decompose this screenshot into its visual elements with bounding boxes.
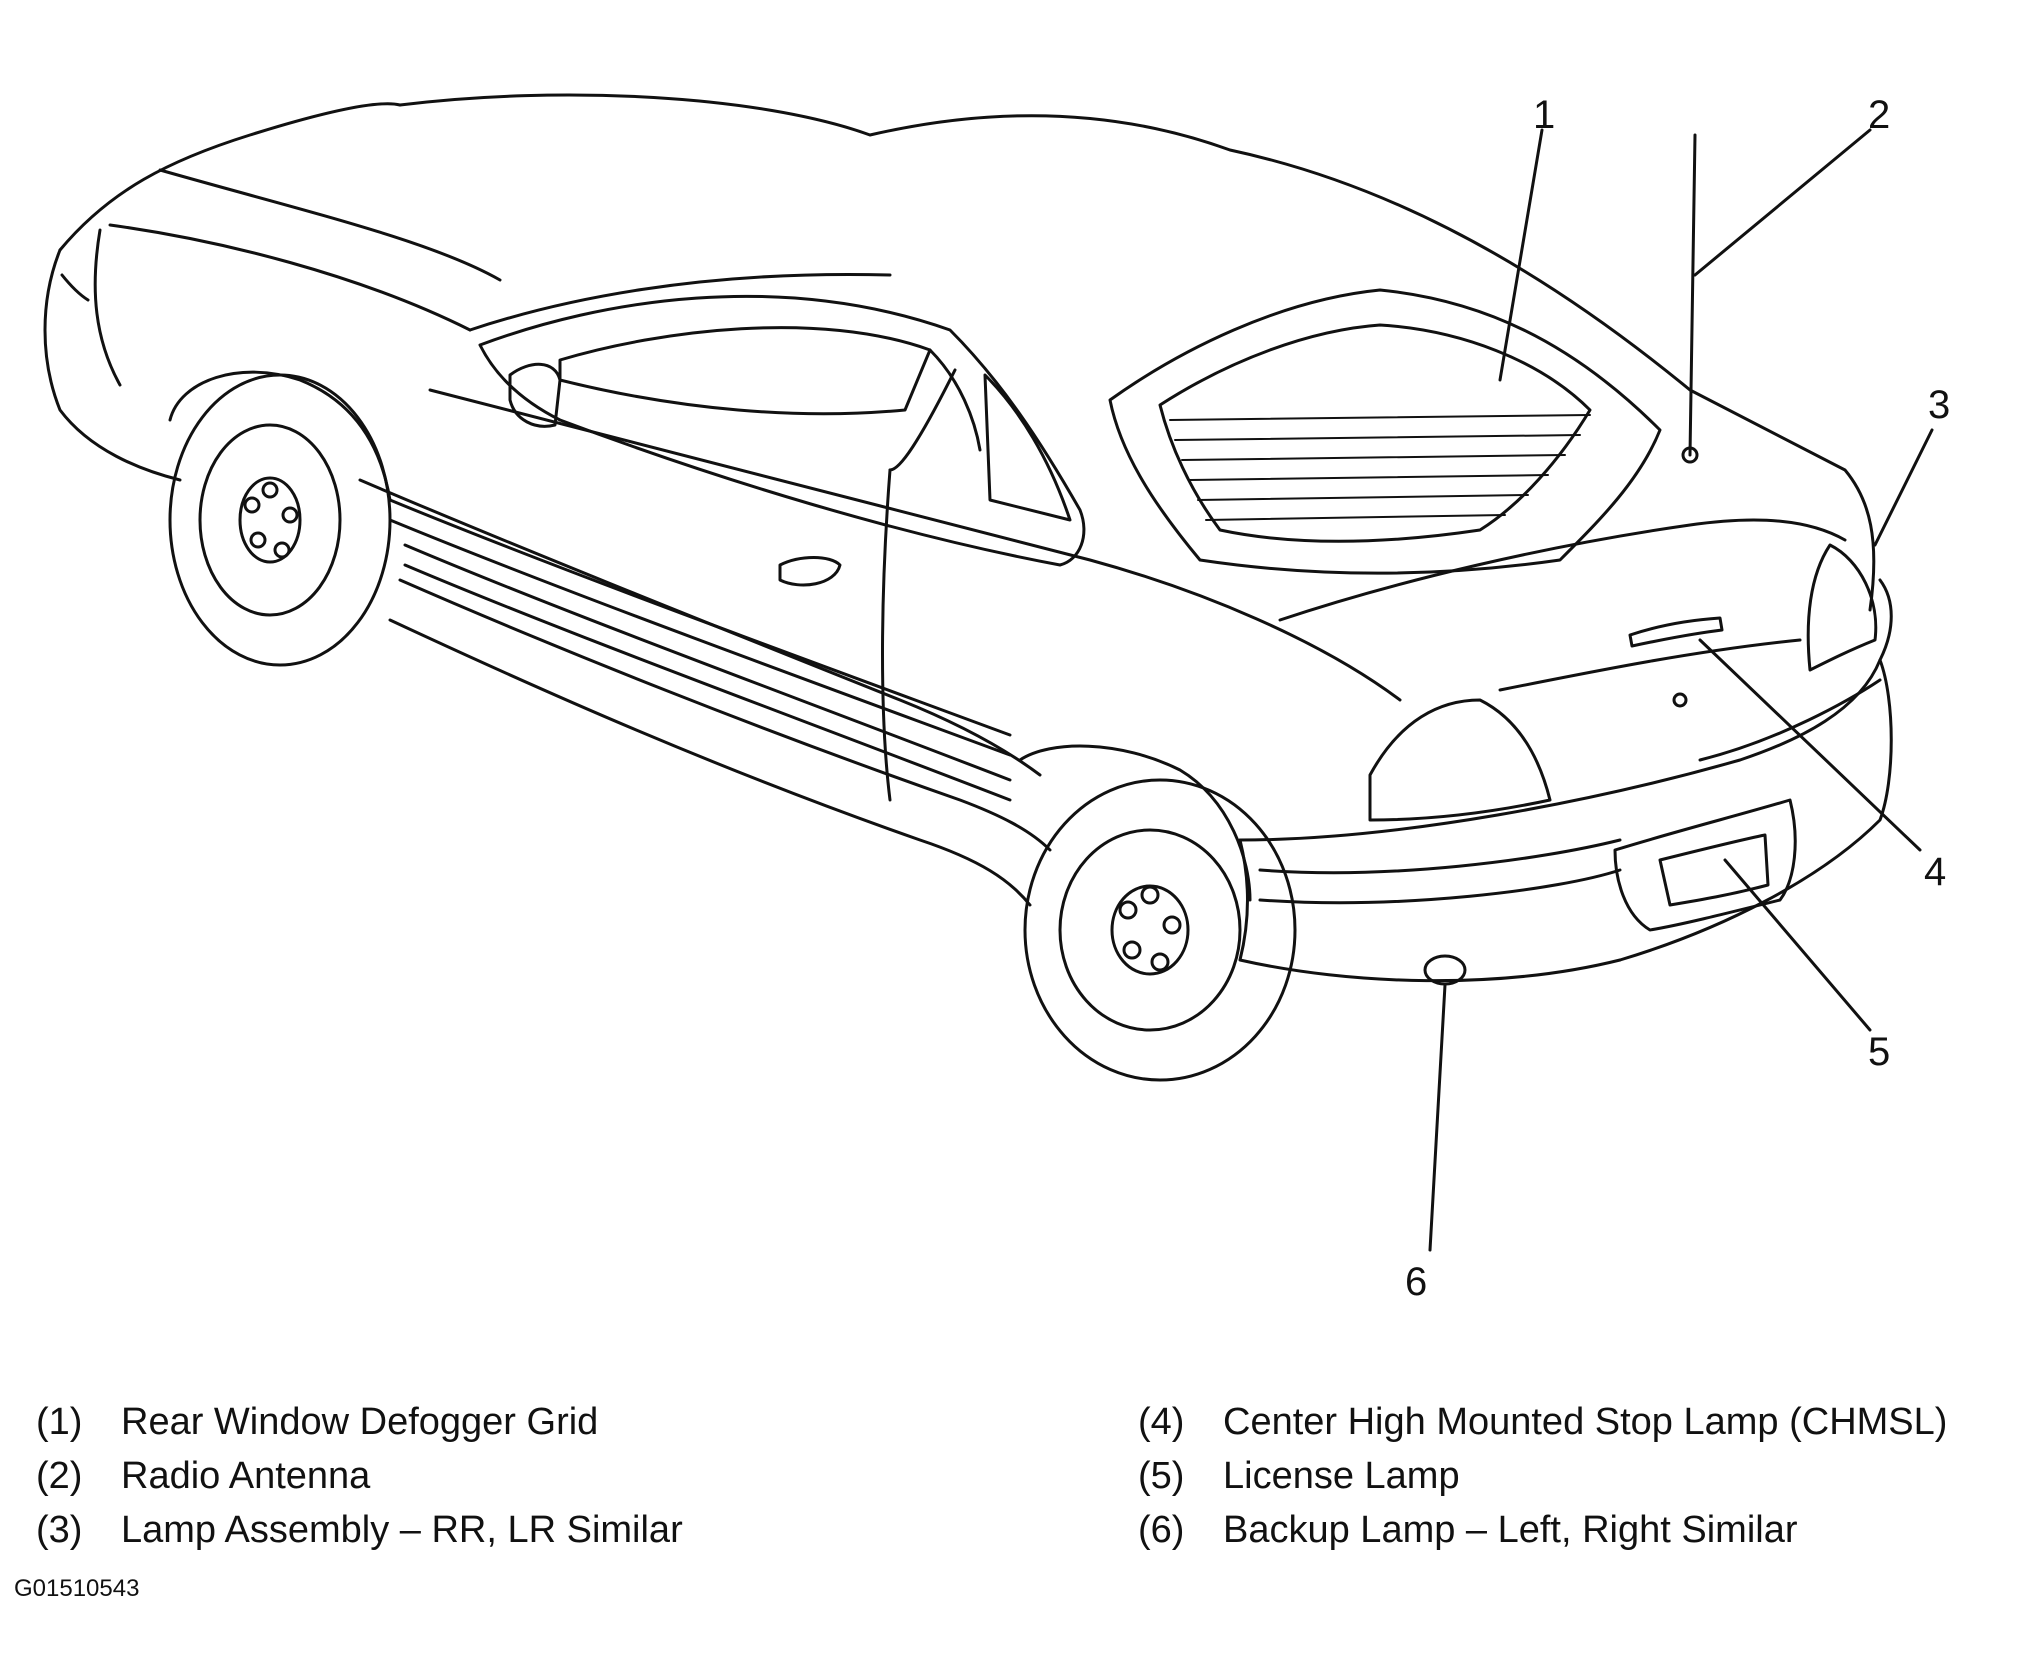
leader-line-5 [1723,858,1872,1032]
antenna-mast [1688,133,1697,457]
legend-item-3: (3) Lamp Assembly – RR, LR Similar [36,1503,683,1557]
callout-5: 5 [1868,1030,1890,1074]
legend-item-6: (6) Backup Lamp – Left, Right Similar [1138,1503,1947,1557]
defogger-grid-lines [1169,414,1591,521]
leader-line-1 [1498,128,1544,382]
callout-1: 1 [1533,93,1555,137]
legend-left-column: (1) Rear Window Defogger Grid (2) Radio An… [36,1395,683,1557]
legend-label: Backup Lamp – Left, Right Similar [1223,1509,1798,1551]
figure-code: G01510543 [14,1575,140,1602]
legend-item-4: (4) Center High Mounted Stop Lamp (CHMSL) [1138,1395,1947,1449]
legend-label: Lamp Assembly – RR, LR Similar [121,1509,683,1551]
leader-line-3 [1873,428,1934,547]
front-wheel [168,373,392,667]
legend-number: (1) [36,1401,83,1443]
legend-number: (2) [36,1455,83,1497]
leader-lines [1428,128,1934,1252]
car-body [43,93,1893,986]
callout-4: 4 [1924,850,1946,894]
legend-label: Radio Antenna [121,1455,371,1497]
legend-number: (4) [1138,1401,1185,1443]
leader-line-4 [1698,638,1922,852]
legend-right-column: (4) Center High Mounted Stop Lamp (CHMSL)… [1138,1395,1947,1557]
legend-number: (5) [1138,1455,1185,1497]
car-windows [478,288,1662,575]
legend-number: (3) [36,1509,83,1551]
legend-item-1: (1) Rear Window Defogger Grid [36,1395,683,1449]
legend-label: Rear Window Defogger Grid [121,1401,599,1443]
legend-label: License Lamp [1223,1455,1460,1497]
car-rear-view-illustration: 1 2 3 4 5 6 [43,93,1950,1304]
leader-line-2 [1693,128,1872,277]
leader-line-6 [1428,983,1447,1252]
legend-number: (6) [1138,1509,1185,1551]
legend-item-2: (2) Radio Antenna [36,1449,683,1503]
legend-item-5: (5) License Lamp [1138,1449,1947,1503]
callout-2: 2 [1868,93,1890,137]
rear-wheel [1023,778,1297,1082]
callout-6: 6 [1405,1260,1427,1304]
callout-3: 3 [1928,383,1950,427]
legend-label: Center High Mounted Stop Lamp (CHMSL) [1223,1401,1948,1443]
